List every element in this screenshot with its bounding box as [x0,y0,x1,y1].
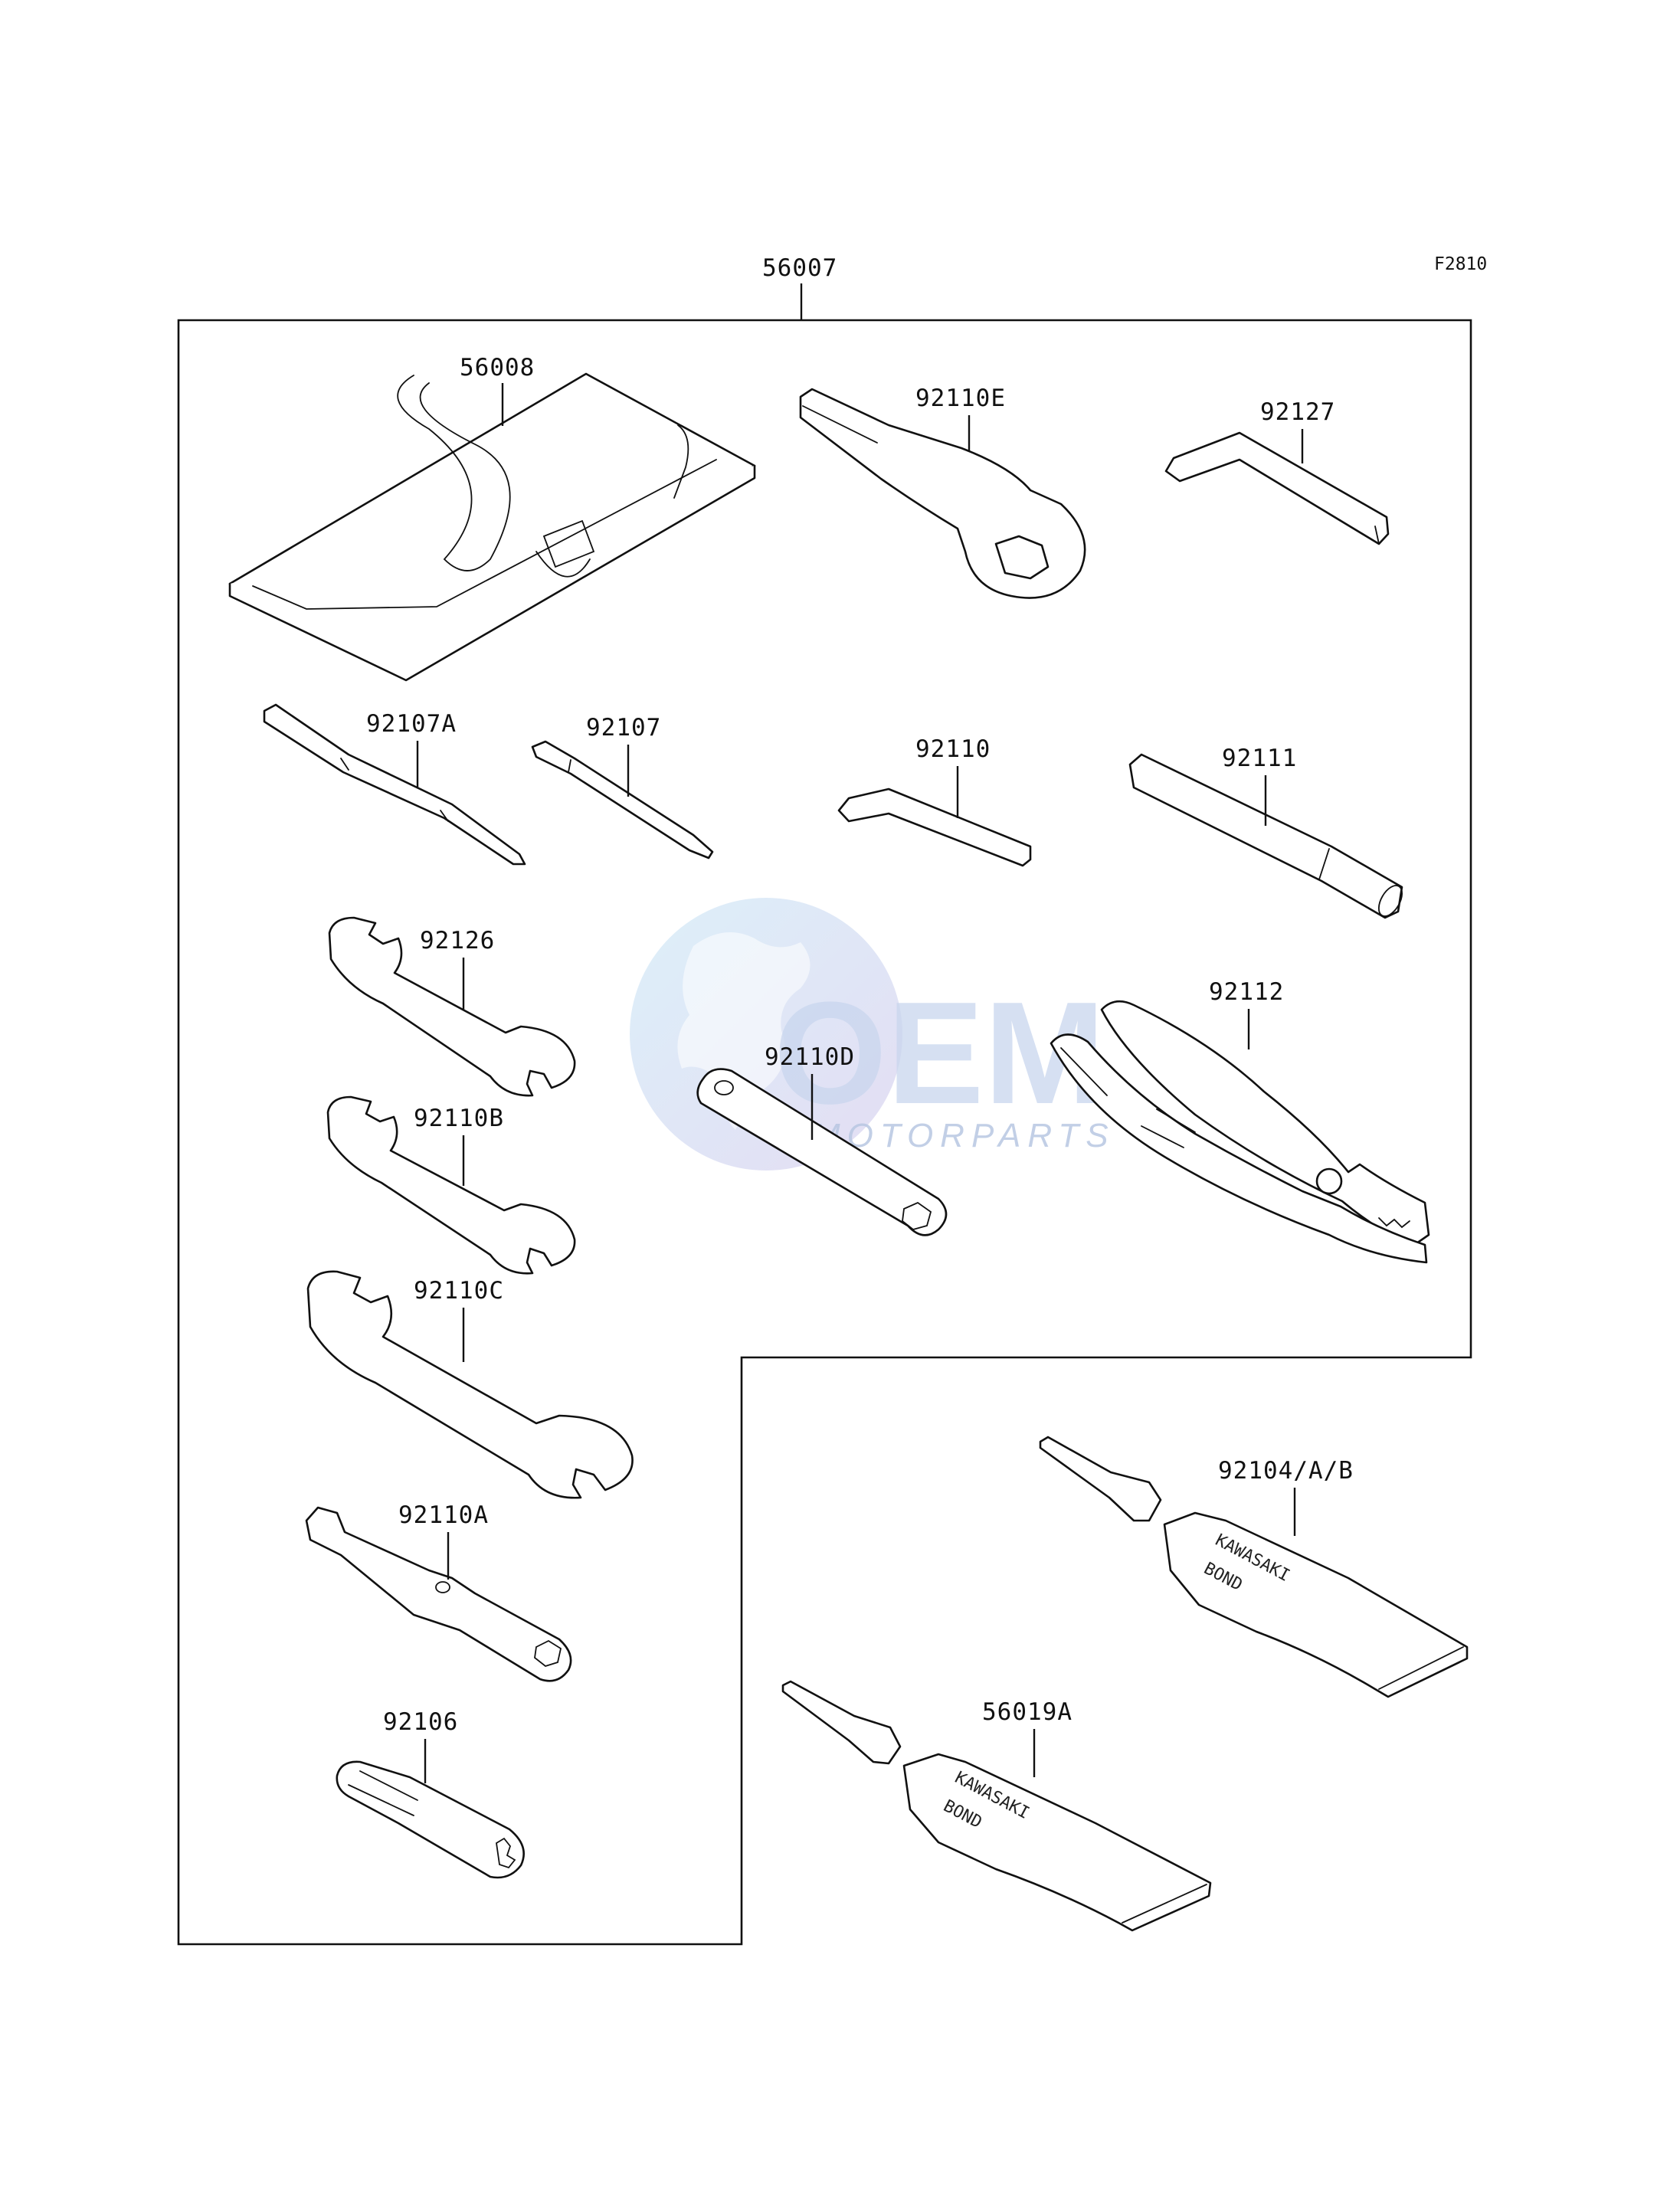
watermark-tagline: MOTORPARTS [812,1117,1115,1154]
part-label-56008: 56008 [460,354,535,381]
screwdriver-92107 [531,740,714,859]
part-label-92107: 92107 [586,714,661,742]
part-label-92127: 92127 [1260,398,1335,426]
wrench-92110B [326,1095,576,1275]
hex-key-92110 [837,787,1032,867]
handle-92106 [336,1760,525,1879]
watermark: OEM MOTORPARTS [630,898,1115,1171]
bond-tube-92104: KAWASAKI BOND [1039,1436,1469,1698]
part-label-92107A: 92107A [366,710,457,738]
wrench-92110C [306,1270,634,1499]
tool-bag-56008 [228,372,756,682]
box-spanner-92110D [696,1068,948,1236]
kit-bounding-frame [177,319,1472,1946]
wrench-92126 [328,916,576,1097]
part-label-92110E: 92110E [915,385,1006,412]
part-label-56019A: 56019A [982,1698,1073,1726]
part-label-92126: 92126 [420,927,495,954]
part-label-92110D: 92110D [765,1043,855,1071]
bond-tube-56019A: KAWASAKI BOND [781,1680,1212,1932]
part-label-92110: 92110 [915,735,991,763]
part-label-92110B: 92110B [414,1105,504,1132]
part-label-92110A: 92110A [398,1501,489,1529]
extension-tube-92111 [1128,753,1403,919]
part-label-92112: 92112 [1209,978,1284,1006]
part-label-92106: 92106 [383,1708,458,1736]
ring-spanner-92110E [799,388,1086,599]
box-wrench-92110A [305,1506,572,1682]
part-label-92111: 92111 [1222,745,1297,772]
kit-part-label: 56007 [762,254,837,282]
screwdriver-bit-92107A [263,703,526,866]
watermark-logo: OEM [774,972,1105,1135]
hex-key-92127 [1164,431,1390,545]
part-label-92104-A-B: 92104/A/B [1218,1457,1354,1485]
pliers-92112 [1050,1000,1430,1264]
part-label-92110C: 92110C [414,1277,504,1305]
continent-shape [677,932,811,1130]
figure-code: F2810 [1434,254,1487,274]
